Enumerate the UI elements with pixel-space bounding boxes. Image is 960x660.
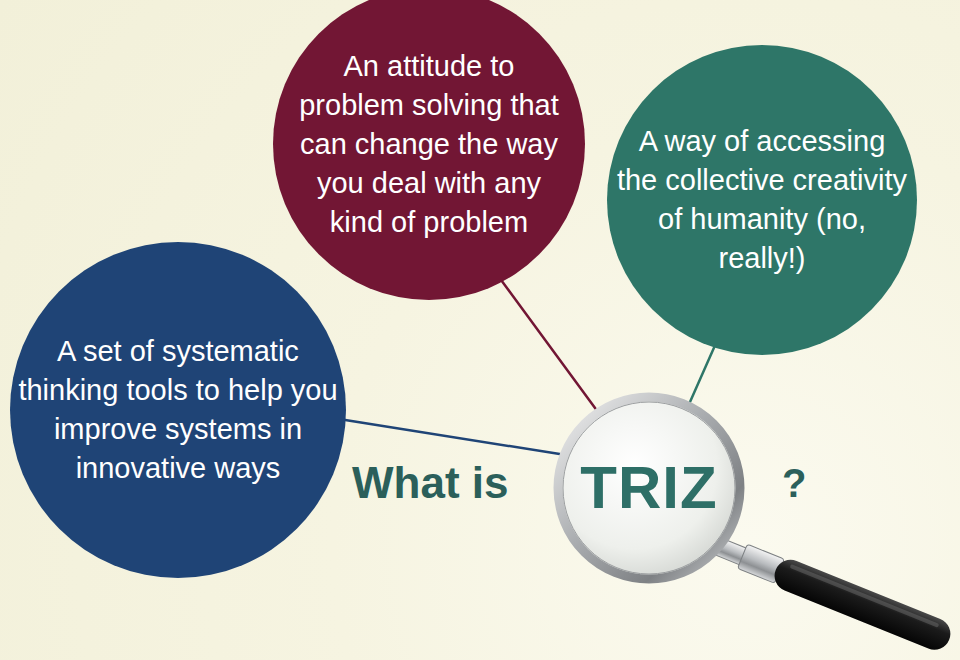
question-mark: ?: [782, 463, 806, 503]
idea-circle: An attitude to problem solving that can …: [273, 0, 585, 300]
connector-line: [345, 420, 560, 454]
circle-text: A way of accessing the collective creati…: [607, 122, 917, 278]
handle-shine: [790, 564, 940, 628]
idea-circle: A set of systematic thinking tools to he…: [10, 242, 346, 578]
handle-grip: [770, 555, 955, 655]
lens-text: TRIZ: [580, 458, 717, 518]
connector-line: [502, 281, 596, 409]
handle-group: [710, 531, 955, 655]
circle-text: A set of systematic thinking tools to he…: [10, 332, 346, 488]
idea-circle: A way of accessing the collective creati…: [607, 45, 917, 355]
circle-fill: [273, 0, 585, 300]
magnifier-lens: TRIZ: [553, 392, 745, 584]
circle-text: An attitude to problem solving that can …: [273, 47, 585, 242]
circle-text-box: A way of accessing the collective creati…: [607, 45, 917, 278]
lens-inner-ring: [563, 402, 735, 574]
circle-text-box: A set of systematic thinking tools to he…: [10, 242, 346, 488]
heading-text: What is: [352, 461, 508, 505]
connector-line: [690, 347, 714, 402]
circle-text-box: An attitude to problem solving that can …: [273, 0, 585, 242]
circle-fill: [10, 242, 346, 578]
circle-outline: [10, 242, 346, 578]
circle-outline: [607, 45, 917, 355]
lens-glass: [558, 397, 740, 579]
circle-fill: [607, 45, 917, 355]
